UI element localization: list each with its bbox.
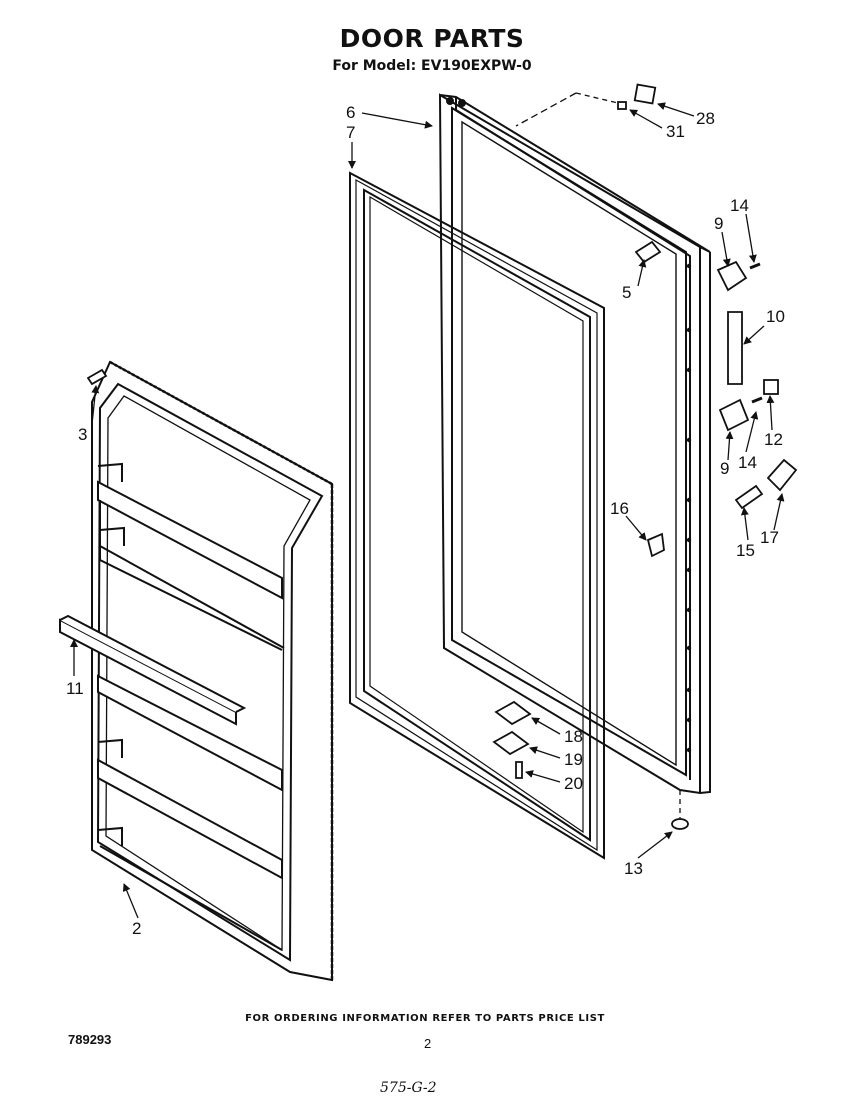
- callout-6: 6: [346, 103, 355, 122]
- page-number: 2: [424, 1036, 432, 1051]
- document-number: 789293: [68, 1032, 112, 1047]
- hinge-9-bottom: [718, 398, 750, 432]
- plug-28: [633, 83, 657, 105]
- callout-5: 5: [622, 283, 631, 302]
- outer-door-panel: [438, 92, 711, 820]
- door-shelf-middle: [97, 526, 285, 792]
- callout-labels: 28 31 6 7 14 9 5 10 3 12 14 9 16 17 15 1…: [66, 103, 785, 938]
- handle-cap-17: [766, 458, 798, 492]
- stop-19: [492, 730, 530, 756]
- callout-9-top: 9: [714, 214, 723, 233]
- stop-18: [494, 700, 532, 726]
- bracket-5: [634, 240, 662, 264]
- callout-20: 20: [564, 774, 583, 793]
- inner-door-liner: [91, 360, 334, 982]
- handle-15: [734, 484, 764, 510]
- door-gasket: [349, 171, 605, 860]
- screw-20: [515, 761, 523, 779]
- washer-13: [671, 818, 689, 830]
- callout-9-bottom: 9: [720, 459, 729, 478]
- callout-13: 13: [624, 859, 643, 878]
- hinge-pin-10: [727, 311, 743, 385]
- handwritten-code: 575-G-2: [380, 1080, 437, 1096]
- callout-14-top: 14: [730, 196, 749, 215]
- hardware-parts: [86, 83, 798, 830]
- shelf-retainer-bar: [59, 614, 247, 726]
- callout-10: 10: [766, 307, 785, 326]
- clip-31: [617, 101, 627, 110]
- ordering-note: FOR ORDERING INFORMATION REFER TO PARTS …: [245, 1013, 605, 1024]
- screw-3: [86, 368, 108, 386]
- door-shelf-lower: [97, 738, 283, 951]
- hinge-9-top: [716, 260, 748, 292]
- cover-12: [763, 379, 779, 395]
- callout-2: 2: [132, 919, 141, 938]
- callout-31: 31: [666, 122, 685, 141]
- clip-16: [646, 532, 665, 558]
- callout-7: 7: [346, 123, 355, 142]
- callout-16: 16: [610, 499, 629, 518]
- callout-leaders: [70, 102, 785, 919]
- door-shelf-upper: [97, 462, 283, 651]
- callout-11: 11: [66, 679, 84, 698]
- callout-18: 18: [564, 727, 583, 746]
- callout-19: 19: [564, 750, 583, 769]
- callout-12: 12: [764, 430, 783, 449]
- callout-17: 17: [760, 528, 779, 547]
- model-subtitle: For Model: EV190EXPW-0: [332, 58, 532, 74]
- callout-28: 28: [696, 109, 715, 128]
- callout-3: 3: [78, 425, 87, 444]
- page-title: DOOR PARTS: [339, 24, 525, 53]
- callout-15: 15: [736, 541, 755, 560]
- panel-edge-holes: [686, 263, 692, 753]
- callout-14-bottom: 14: [738, 453, 757, 472]
